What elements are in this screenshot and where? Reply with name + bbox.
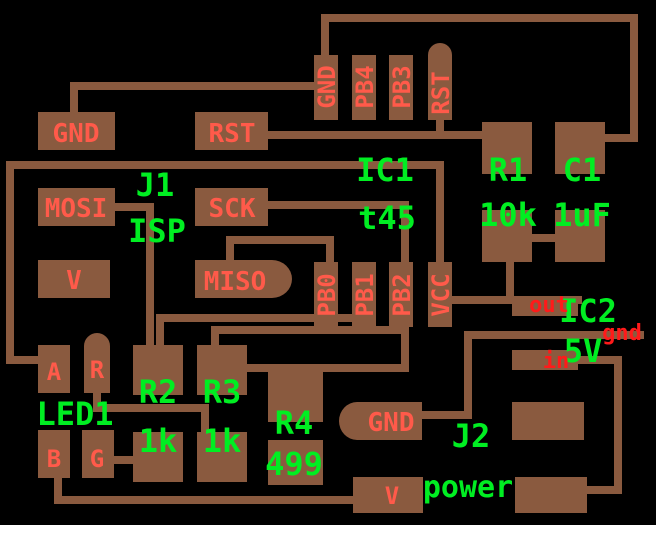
trace-mosi-loop (6, 161, 42, 364)
trace-ic2-in (574, 356, 622, 494)
label-miso: MISO (204, 267, 267, 297)
trace-miso (226, 236, 334, 269)
label-ic1-pb1: PB1 (351, 273, 379, 316)
label-ic2-gnd: gnd (602, 321, 642, 346)
pad-led-a (38, 345, 70, 393)
label-r2-ref: R2 (139, 373, 178, 411)
label-ic1-pb2: PB2 (388, 273, 416, 316)
pad-rst (195, 112, 268, 150)
label-ic1-ref: IC1 (356, 151, 414, 189)
trace-ic2-gnd-line (464, 331, 644, 419)
label-ic1-pb3: PB3 (388, 65, 416, 108)
pad-ic1-pb2 (389, 262, 413, 327)
trace-sck (264, 201, 409, 266)
label-sck: SCK (209, 194, 256, 224)
label-r4-ref: R4 (275, 404, 314, 442)
label-ic1-rst: RST (427, 71, 455, 114)
label-led-a: A (47, 358, 62, 386)
label-gnd-left: GND (53, 119, 100, 149)
pad-r1-bottom (482, 210, 532, 262)
pad-ic2-out (512, 296, 578, 316)
label-r3-value: 1k (203, 422, 242, 460)
pad-ic1-pb1 (352, 262, 376, 327)
label-gnd-power: GND (368, 408, 415, 438)
label-ic2-value: 5V (564, 332, 603, 370)
label-j1-value: ISP (128, 212, 186, 250)
pad-r2-bottom (133, 432, 183, 482)
pad-gnd-left (38, 112, 115, 150)
label-ic2-in: in (543, 349, 570, 374)
label-ic1-pb0: PB0 (313, 273, 341, 316)
label-r4-value: 499 (265, 445, 323, 483)
pad-ic1-rst (428, 43, 452, 120)
label-j1-ref: J1 (136, 166, 175, 204)
pad-gnd-power (339, 402, 422, 440)
pad-ic1-vcc (428, 262, 452, 327)
regulator-pin-labels: out gnd in (529, 293, 642, 374)
pad-led-g (82, 430, 114, 478)
pad-c1-bottom (555, 210, 605, 262)
trace-vcc-top (321, 14, 638, 142)
pads (38, 43, 605, 513)
trace-led-r (93, 376, 209, 434)
label-ic2-ref: IC2 (559, 292, 617, 330)
pad-labels: GND RST MOSI SCK V MISO GND PB4 PB3 RST … (45, 65, 455, 510)
label-ic2-out: out (529, 293, 569, 318)
label-r1-ref: R1 (489, 151, 528, 189)
label-led-ref: LED1 (36, 395, 113, 433)
label-c1-ref: C1 (563, 151, 602, 189)
pad-ic1-pb0 (314, 262, 338, 327)
pad-sck (195, 188, 268, 226)
pad-r1-top (482, 122, 532, 174)
pad-ic1-pb4 (352, 55, 376, 120)
pad-c1-top (555, 122, 605, 174)
label-ic1-pb4: PB4 (351, 65, 379, 108)
label-led-r: R (90, 356, 105, 384)
label-r2-value: 1k (139, 422, 178, 460)
label-rst: RST (209, 119, 256, 149)
trace-pb2 (211, 326, 409, 349)
pad-power-right (515, 477, 587, 513)
label-v-power: V (385, 482, 399, 510)
pad-ic2-in (512, 350, 578, 370)
trace-pb1 (156, 314, 372, 349)
label-j2-ref: J2 (452, 417, 491, 455)
trace-mosi-top (6, 161, 444, 266)
label-ic1-vcc: VCC (427, 273, 455, 316)
pad-ic1-pb3 (389, 55, 413, 120)
label-v-isp: V (66, 266, 82, 296)
label-j2-value: power (423, 470, 513, 505)
label-c1-value: 1uF (553, 196, 611, 234)
pad-ic2-tab (512, 402, 584, 440)
pad-miso (195, 260, 292, 298)
component-labels: J1 ISP IC1 t45 R1 10k C1 1uF IC2 5V R2 1… (36, 151, 616, 505)
pad-ic1-gnd (314, 55, 338, 120)
pad-r3-bottom (197, 432, 247, 482)
label-r3-ref: R3 (203, 373, 242, 411)
label-mosi: MOSI (45, 194, 108, 224)
trace-pb2-down (236, 326, 409, 372)
label-r1-value: 10k (479, 196, 537, 234)
pad-led-b (38, 430, 70, 478)
pad-r4-bottom (268, 440, 323, 485)
pad-r2-top (133, 345, 183, 395)
pad-v-isp (38, 260, 110, 298)
label-ic1-gnd: GND (313, 65, 341, 108)
pad-r3-top (197, 345, 247, 395)
trace-led-b (54, 474, 364, 504)
label-led-b: B (47, 445, 61, 473)
pad-mosi (38, 188, 115, 226)
label-ic1-value: t45 (358, 199, 416, 237)
label-led-g: G (90, 445, 104, 473)
pad-r4-top (268, 372, 323, 422)
pad-v-power (353, 477, 423, 513)
pad-led-r (84, 333, 110, 393)
